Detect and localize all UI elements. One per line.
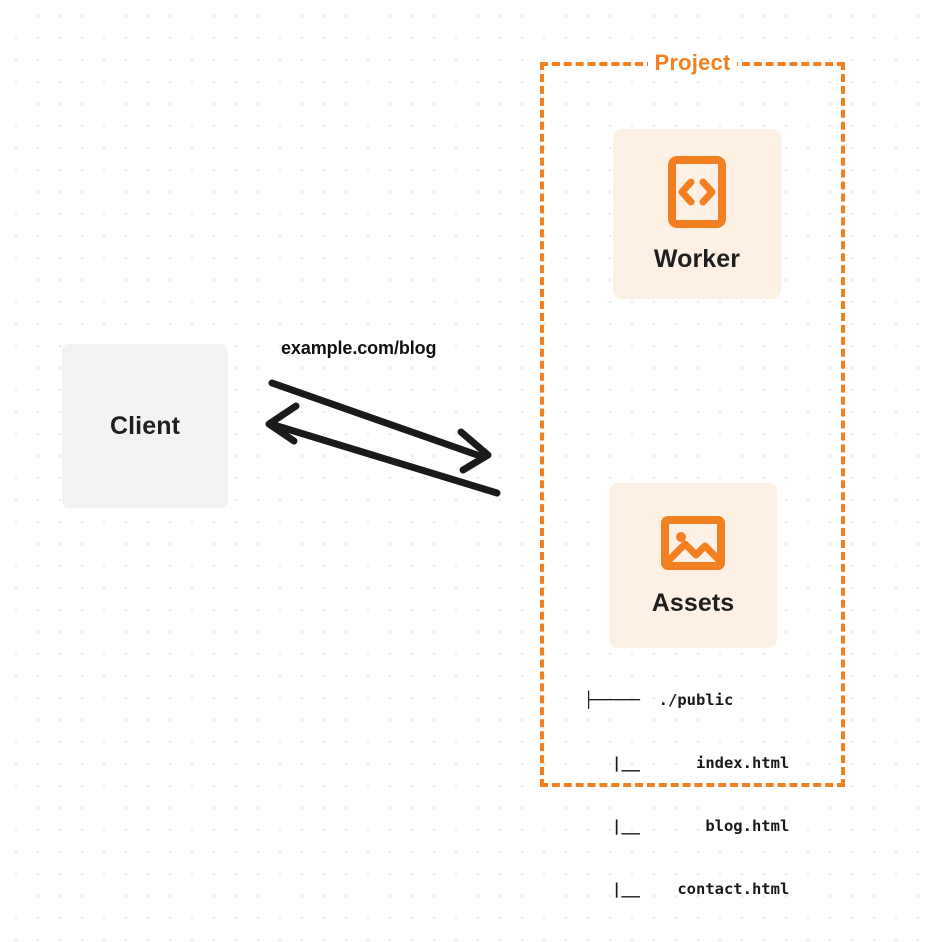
file-tree-line-contact: |__ contact.html — [584, 880, 790, 898]
service-card-assets[interactable]: Assets — [609, 483, 777, 648]
outbound-arrow-icon — [268, 379, 492, 474]
image-landscape-icon — [661, 516, 725, 570]
file-tree-line-root: ├───── ./public — [584, 691, 734, 709]
client-node[interactable]: Client — [62, 344, 228, 508]
asset-file-tree: ├───── ./public |__ index.html |__ blog.… — [584, 648, 789, 942]
code-brackets-icon — [668, 155, 726, 228]
connection-arrows — [265, 379, 501, 497]
service-label-worker: Worker — [653, 244, 741, 273]
connection-label: example.com/blog — [281, 338, 437, 358]
project-container: Project — [540, 50, 845, 787]
diagram-canvas: Client example.com/blog Project Worker — [62, 50, 845, 898]
file-tree-line-index: |__ index.html — [584, 754, 790, 772]
service-label-assets: Assets — [651, 589, 735, 617]
client-label: Client — [109, 411, 181, 440]
service-card-worker[interactable]: Worker — [613, 129, 781, 299]
inbound-arrow-icon — [265, 402, 501, 497]
file-tree-line-blog: |__ blog.html — [584, 817, 790, 835]
project-title: Project — [647, 50, 738, 76]
